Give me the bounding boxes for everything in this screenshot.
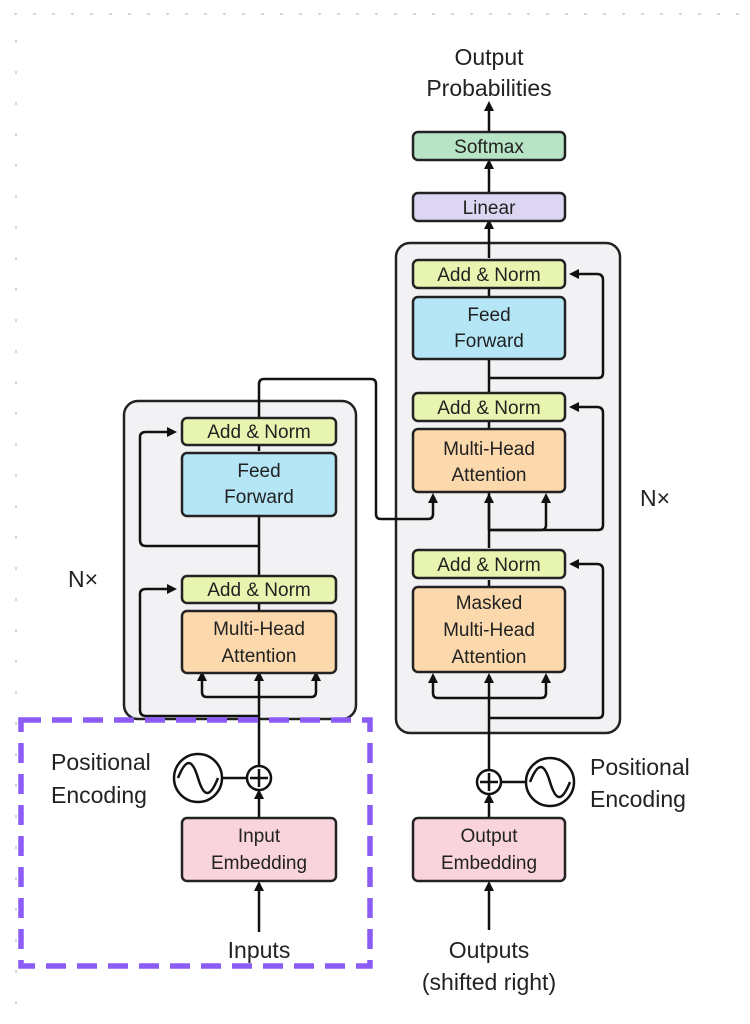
positional-encoding-right-line2: Encoding [590,786,686,812]
encoder-feed-forward-line1: Feed [237,461,280,482]
encoder-add-norm-top [180,416,338,447]
encoder-add-norm-bottom [180,574,338,605]
linear-label: Linear [463,198,516,219]
decoder-add-norm-bottom-label: Add & Norm [437,555,540,576]
linear-box [411,191,567,223]
outputs-label-line2: (shifted right) [422,969,556,995]
decoder-cross-attention-box [411,427,567,494]
positional-encoding-left-line2: Encoding [51,782,147,808]
decoder-cross-attention-line2: Attention [452,465,527,486]
softmax-label: Softmax [454,137,524,158]
output-probabilities-line2: Probabilities [426,75,551,101]
output-embedding-line1: Output [460,826,518,847]
decoder-masked-attention-line3: Attention [452,647,527,668]
inputs-label: Inputs [228,937,291,963]
connectors [138,101,605,932]
encoder-repeat-label: N× [68,566,98,592]
decoder-add-norm-bottom [411,548,567,580]
decoder-masked-attention-box [411,585,567,674]
decoder-add-norm-mid [411,391,567,423]
positional-encoding-right-line1: Positional [590,754,690,780]
decoder-add-norm-top [411,258,567,290]
decoder-masked-attention-line2: Multi-Head [443,620,535,641]
output-embedding-line2: Embedding [441,853,537,874]
highlight-dashed-box [18,717,373,969]
input-embedding-line1: Input [238,826,281,847]
encoder-plus-icon [245,764,273,792]
encoder-add-norm-top-label: Add & Norm [207,422,310,443]
softmax-box [411,130,567,162]
encoder-sine-wave-icon [172,752,224,804]
input-embedding-line2: Embedding [211,853,307,874]
output-embedding-box [411,816,567,883]
decoder-feed-forward-line1: Feed [467,305,510,326]
encoder-attention-line2: Attention [222,646,297,667]
decoder-repeat-label: N× [640,485,670,511]
decoder-feed-forward-box [411,295,567,361]
output-probabilities-line1: Output [454,44,524,70]
decoder-sine-wave-icon [524,756,576,808]
encoder-feed-forward-box [180,451,338,518]
outputs-label-line1: Outputs [449,937,530,963]
decoder-masked-attention-line1: Masked [456,593,523,614]
decoder-add-norm-mid-label: Add & Norm [437,398,540,419]
decoder-cross-attention-line1: Multi-Head [443,439,535,460]
positional-encoding-left-line1: Positional [51,749,151,775]
encoder-add-norm-bottom-label: Add & Norm [207,580,310,601]
encoder-attention-box [180,609,338,675]
decoder-feed-forward-line2: Forward [454,331,524,352]
encoder-feed-forward-line2: Forward [224,487,294,508]
decoder-plus-icon [475,768,503,796]
input-embedding-box [180,816,338,883]
encoder-attention-line1: Multi-Head [213,619,305,640]
decoder-add-norm-top-label: Add & Norm [437,265,540,286]
